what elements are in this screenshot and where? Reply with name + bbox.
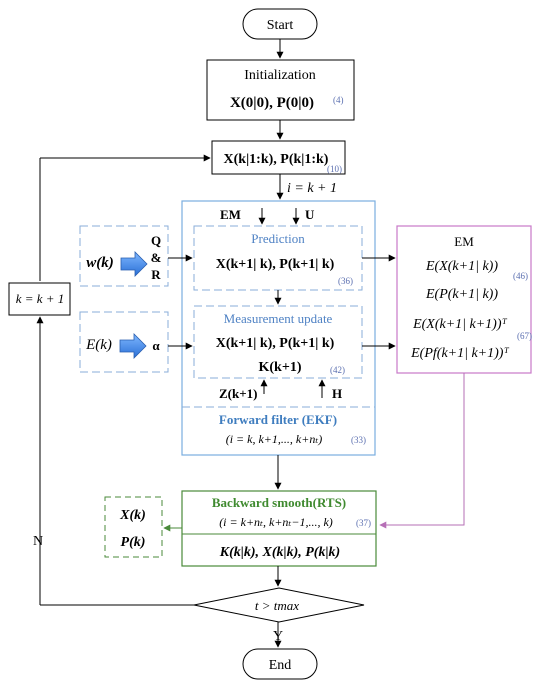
em-input-label: EM [220,207,241,222]
end-label: End [269,658,292,673]
yes-label: Y [273,629,283,644]
output-p: P(k) [121,535,146,550]
prediction-title: Prediction [251,231,305,246]
kalman-gain: K(k+1) [259,360,302,375]
end-terminal [242,648,318,680]
init-ref: (4) [333,95,344,105]
q-label: Q [151,233,161,248]
prediction-formula: X(k+1| k), P(k+1| k) [216,257,335,272]
w-label: w(k) [86,255,114,271]
forward-range: (i = k, k+1,..., k+nₜ) [226,432,323,446]
noise-input-box [79,225,169,287]
e-label: E(k) [85,337,112,353]
measurement-formula: X(k+1| k), P(k+1| k) [216,336,335,351]
em-title: EM [454,234,474,249]
h-label: H [332,386,342,401]
alpha-label: α [152,338,160,353]
termination-decision [193,587,365,623]
em-line-3: E(X(k+1| k+1))ᵀ [412,317,507,332]
no-label: N [33,534,43,549]
amp-label: & [151,250,162,265]
decision-label: t > tmax [255,598,299,613]
i-assign-label: i = k + 1 [287,181,337,196]
forward-title: Forward filter (EKF) [219,412,337,427]
backward-ref: (37) [356,518,371,528]
em-line-1: E(X(k+1| k)) [425,259,498,274]
em-ref-1: (46) [513,271,528,281]
measurement-title: Measurement update [224,311,333,326]
em-to-backward-arrow [379,373,465,529]
em-line-4: E(Pf(k+1| k+1))ᵀ [410,346,509,361]
init-formula: X(0|0), P(0|0) [230,95,314,111]
em-box [396,225,532,374]
em-line-2: E(P(k+1| k)) [425,287,498,302]
eta-input-box [79,311,169,373]
r-label: R [151,267,161,282]
z-label: Z(k+1) [219,386,257,401]
k-update-label: k = k + 1 [16,291,65,306]
blue-arrow-icon [120,251,148,277]
state-formula: X(k|1:k), P(k|1:k) [224,152,329,167]
start-label: Start [267,18,294,33]
initialization-box [206,59,355,121]
prediction-ref: (36) [338,276,353,286]
u-input-label: U [305,207,315,222]
backward-formula: K(k|k), X(k|k), P(k|k) [219,545,340,560]
backward-range: (i = k+nₜ, k+nₜ−1,..., k) [219,515,333,529]
backward-smooth-box [181,490,377,567]
backward-title: Backward smooth(RTS) [212,495,346,510]
measurement-update-box [193,305,363,379]
measurement-ref: (42) [330,365,345,375]
k-update-box [8,282,71,316]
init-title: Initialization [244,68,316,83]
state-box [211,140,346,175]
blue-arrow-icon [119,333,147,359]
em-ref-3: (67) [517,331,532,341]
state-ref: (10) [327,164,342,174]
forward-ref: (33) [351,435,366,445]
output-x: X(k) [119,508,146,523]
output-box [104,496,163,558]
